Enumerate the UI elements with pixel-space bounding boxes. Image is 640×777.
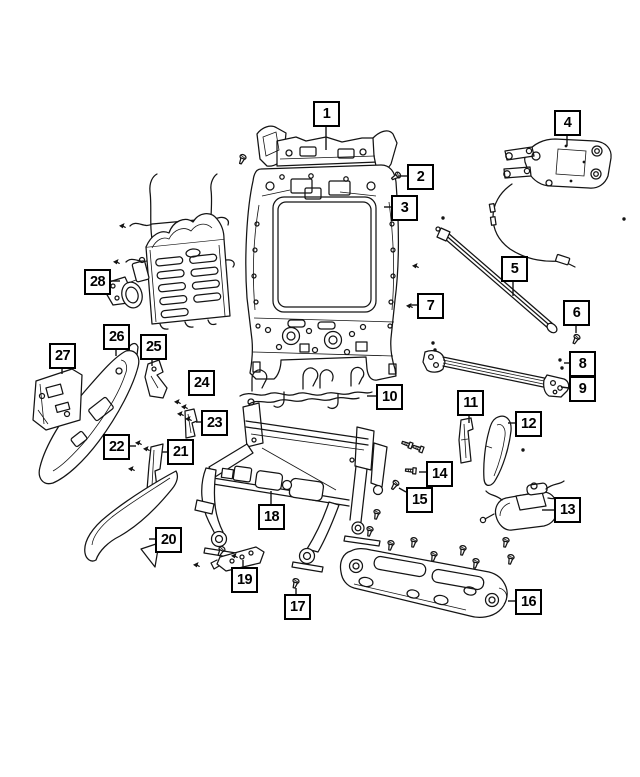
part-torsion-rod (435, 226, 558, 334)
dot-fastener-icon (560, 366, 564, 370)
callout-18[interactable]: 18 (258, 504, 285, 530)
callout-23[interactable]: 23 (201, 410, 228, 436)
dot-fastener-icon (521, 448, 525, 452)
callout-6[interactable]: 6 (563, 300, 590, 326)
screw-fastener-icon (470, 557, 481, 570)
bolt-fastener-icon (400, 438, 414, 450)
screw-fastener-icon (385, 539, 396, 552)
part-rear-riser-panel (339, 548, 508, 618)
clip-fastener-icon (127, 465, 135, 473)
dot-fastener-icon (441, 216, 445, 220)
callout-5[interactable]: 5 (501, 256, 528, 282)
callout-10[interactable]: 10 (376, 384, 403, 410)
callout-24[interactable]: 24 (188, 370, 215, 396)
callout-7[interactable]: 7 (417, 293, 444, 319)
part-bracket-21 (146, 443, 164, 491)
screw-fastener-icon (570, 332, 582, 346)
part-suspension-wires (239, 366, 373, 409)
screw-fastener-icon (428, 550, 439, 563)
part-track-strap-bar (422, 350, 570, 398)
dot-fastener-icon (431, 341, 435, 345)
part-bracket-strip (458, 417, 474, 464)
callout-4[interactable]: 4 (554, 110, 581, 136)
part-seat-back-frame (245, 164, 400, 381)
callout-28[interactable]: 28 (84, 269, 111, 295)
dot-fastener-icon (558, 358, 562, 362)
callout-12[interactable]: 12 (515, 411, 542, 437)
callout-8[interactable]: 8 (569, 351, 596, 377)
screw-fastener-icon (500, 536, 511, 549)
bolt-fastener-icon (411, 442, 425, 454)
clip-fastener-icon (112, 258, 120, 266)
dot-fastener-icon (433, 348, 437, 352)
screw-fastener-icon (236, 152, 248, 166)
leader-lines (61, 127, 577, 602)
callout-3[interactable]: 3 (391, 195, 418, 221)
callout-13[interactable]: 13 (554, 497, 581, 523)
callout-14[interactable]: 14 (426, 461, 453, 487)
callout-16[interactable]: 16 (515, 589, 542, 615)
screw-fastener-icon (364, 525, 375, 538)
bolt-fastener-icon (404, 466, 417, 475)
callout-27[interactable]: 27 (49, 343, 76, 369)
screw-fastener-icon (289, 577, 301, 590)
callout-1[interactable]: 1 (313, 101, 340, 127)
part-bracket-23 (184, 408, 198, 439)
screw-fastener-icon (505, 553, 516, 566)
clip-fastener-icon (118, 222, 126, 230)
callout-25[interactable]: 25 (140, 334, 167, 360)
clip-fastener-icon (173, 398, 181, 406)
screw-fastener-icon (457, 544, 468, 557)
callout-17[interactable]: 17 (284, 594, 311, 620)
clip-fastener-icon (142, 445, 150, 453)
part-bracket-25 (144, 359, 168, 399)
callout-2[interactable]: 2 (407, 164, 434, 190)
clip-fastener-icon (192, 561, 200, 569)
part-trim-horn (84, 470, 178, 568)
part-headrest-support-panel (256, 125, 398, 171)
part-lumbar-mat (125, 173, 235, 330)
callout-19[interactable]: 19 (231, 567, 258, 593)
clip-fastener-icon (405, 302, 413, 310)
clip-fastener-icon (180, 403, 188, 411)
dot-fastener-icon (622, 217, 626, 221)
screw-fastener-icon (388, 478, 401, 492)
callout-15[interactable]: 15 (406, 487, 433, 513)
part-lumbar-motor (105, 256, 150, 309)
screw-fastener-icon (408, 536, 419, 549)
callout-22[interactable]: 22 (103, 434, 130, 460)
part-shield-left (38, 342, 140, 485)
callout-11[interactable]: 11 (457, 390, 484, 416)
part-shield-right (483, 415, 512, 486)
screw-fastener-icon (371, 508, 382, 521)
part-bracket-19 (210, 546, 265, 572)
clip-fastener-icon (134, 439, 142, 447)
part-left-panel (32, 368, 83, 431)
callout-20[interactable]: 20 (155, 527, 182, 553)
callout-9[interactable]: 9 (569, 376, 596, 402)
part-recliner-bracket-cable (488, 138, 612, 268)
callout-26[interactable]: 26 (103, 324, 130, 350)
clip-fastener-icon (411, 262, 419, 270)
clip-fastener-icon (176, 410, 184, 418)
callout-21[interactable]: 21 (167, 439, 194, 465)
